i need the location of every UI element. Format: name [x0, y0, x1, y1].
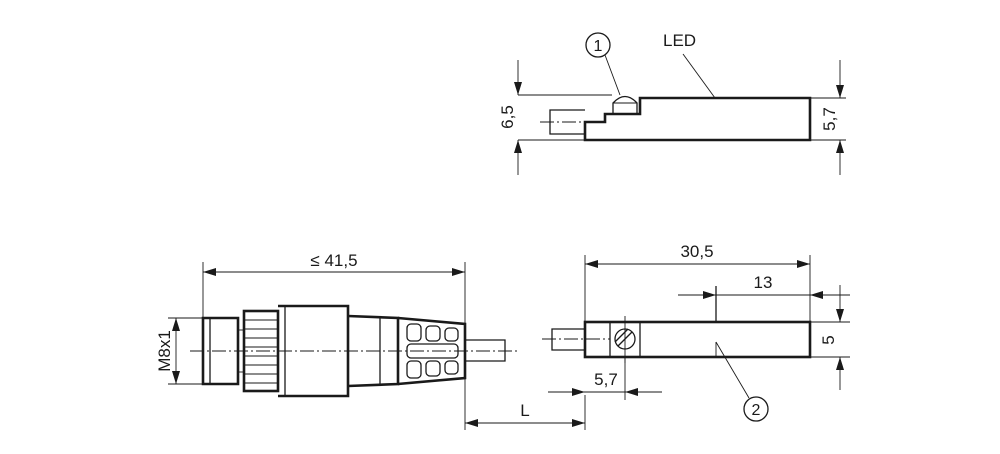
mounting-screw	[609, 316, 641, 363]
dim-5-7-offset: 5,7	[548, 357, 662, 400]
sensor-housing	[542, 286, 812, 363]
callout-1-number: 1	[594, 38, 603, 55]
dim-5-7-label: 5,7	[820, 107, 839, 131]
dim-30-5: 30,5	[584, 242, 811, 322]
dim-6-5-label: 6,5	[498, 105, 517, 129]
dim-m8x1-label: M8x1	[155, 330, 174, 372]
led-dome	[612, 95, 638, 114]
dim-5-7-offset-label: 5,7	[594, 370, 618, 389]
callout-1: 1	[585, 32, 621, 96]
dim-5-7: 5,7	[820, 60, 844, 175]
top-view-extension-lines	[518, 94, 846, 141]
dim-41-5: ≤ 41,5	[202, 251, 466, 430]
m8-connector	[190, 304, 520, 398]
dim-41-5-label: ≤ 41,5	[310, 251, 357, 270]
dim-m8x1: M8x1	[155, 317, 203, 385]
dim-L-label: L	[520, 401, 529, 420]
knurl-lines	[244, 319, 278, 384]
led-label-group: LED	[663, 31, 716, 99]
dim-6-5: 6,5	[498, 60, 522, 175]
dim-30-5-label: 30,5	[680, 242, 713, 261]
dim-5: 5	[810, 285, 850, 390]
grip-slots	[406, 323, 459, 379]
dim-13-label: 13	[754, 273, 773, 292]
sensor-top-view	[540, 95, 812, 142]
dim-5-label: 5	[819, 335, 838, 344]
dim-13: 13	[678, 273, 850, 299]
led-label: LED	[663, 31, 696, 50]
callout-2: 2	[715, 341, 769, 422]
dim-L: L	[465, 395, 586, 430]
callout-2-number: 2	[752, 402, 761, 419]
